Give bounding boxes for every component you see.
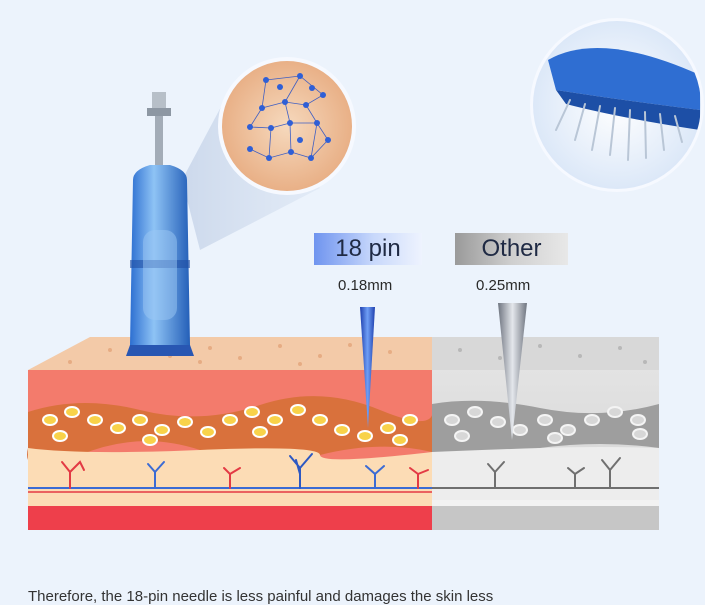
pin-label: 18 pin (314, 233, 422, 265)
other-size-text: 0.25mm (476, 277, 531, 294)
blood-vessels-gray (487, 457, 621, 489)
fat-cells-colored (42, 404, 418, 446)
needle-cartridge (126, 92, 194, 356)
magnified-skin-circle (218, 57, 356, 195)
skin-block-top-colored (28, 337, 432, 370)
skin-cross-section-gray (432, 370, 659, 530)
gray-pores (458, 344, 647, 364)
pin-size-text: 0.18mm (338, 277, 393, 294)
caption-text: Therefore, the 18-pin needle is less pai… (28, 588, 494, 605)
other-label: Other (455, 233, 568, 265)
needle-head-circle (530, 18, 704, 192)
fat-cells-gray (444, 406, 648, 444)
other-needle (498, 303, 527, 440)
skin-block-top-gray (432, 337, 659, 370)
18-pin-needle (360, 307, 375, 428)
skin-cross-section-colored (27, 370, 433, 530)
blood-vessels-colored (61, 453, 429, 489)
